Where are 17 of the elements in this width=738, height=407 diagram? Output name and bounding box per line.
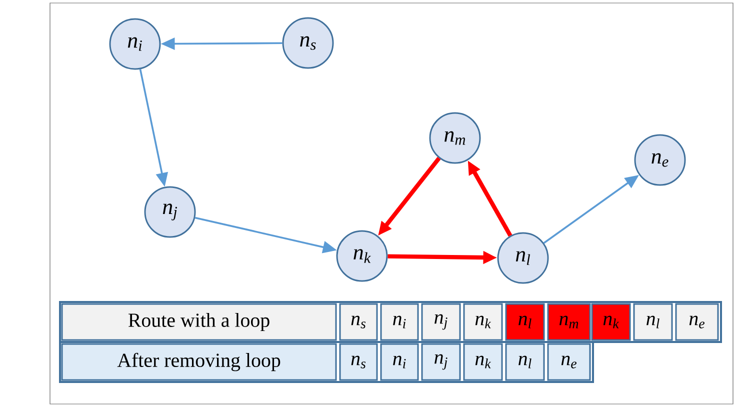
table-cell: n$_{l}$	[505, 303, 545, 341]
table-cell: n$_{i}$	[380, 303, 419, 341]
table-cell: n$_{m}$	[547, 303, 591, 341]
table-cell: n$_{s}$	[339, 343, 378, 381]
table-cell: n$_{j}$	[421, 343, 461, 381]
table-cell: n$_{k}$	[463, 303, 503, 341]
table-cell: n$_{l}$	[505, 343, 545, 381]
table-cell: n$_{i}$	[380, 343, 419, 381]
table-cell: After removing loop	[61, 343, 337, 381]
table-cell: n$_{e}$	[547, 343, 591, 381]
table-cell: n$_{j}$	[421, 303, 461, 341]
table-cell: n$_{e}$	[675, 303, 719, 341]
table-cell: n$_{k}$	[463, 343, 503, 381]
table-cell: n$_{l}$	[633, 303, 673, 341]
table-cell: Route with a loop	[61, 303, 337, 341]
table-cell: n$_{k}$	[591, 303, 631, 341]
table-cell: n$_{s}$	[339, 303, 378, 341]
